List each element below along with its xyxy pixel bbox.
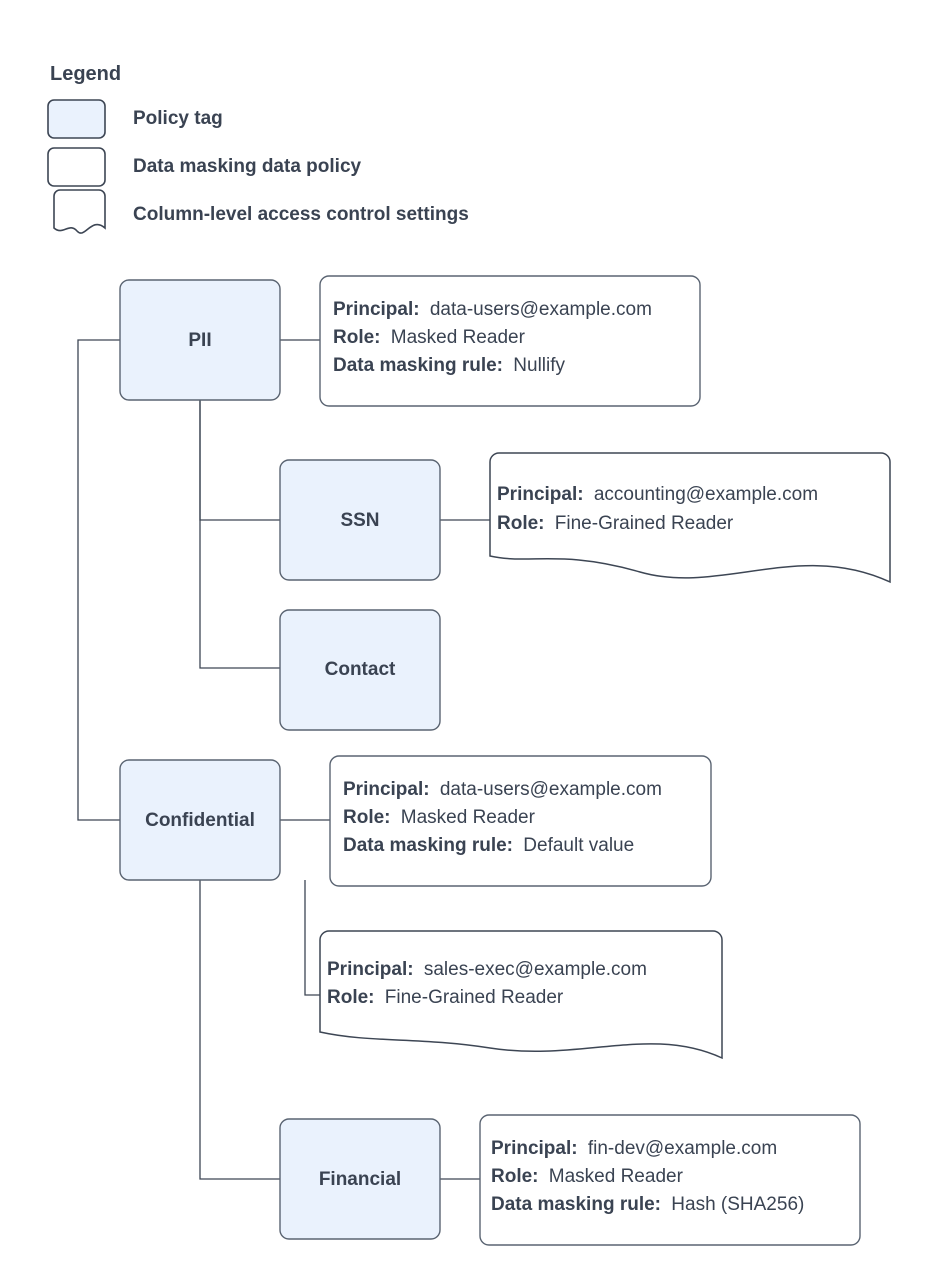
annotation-line: Role: Fine-Grained Reader	[497, 513, 734, 534]
annotation-key: Role:	[343, 807, 391, 828]
node-ssn-box[interactable]	[279, 459, 441, 581]
annotation-ssn-access[interactable]: Principal: accounting@example.com Role: …	[489, 452, 891, 584]
annotation-pii-policy-box[interactable]	[319, 275, 701, 407]
annotation-key: Principal:	[333, 299, 420, 320]
node-contact-box[interactable]	[279, 609, 441, 731]
annotation-line: Principal: data-users@example.com	[333, 299, 652, 320]
legend-item-label: Column-level access control settings	[133, 204, 469, 225]
annotation-key: Role:	[333, 327, 381, 348]
annotation-line: Principal: sales-exec@example.com	[327, 959, 647, 980]
annotation-value: data-users@example.com	[440, 779, 662, 800]
annotation-financial-policy-box[interactable]	[479, 1114, 861, 1246]
annotation-value: sales-exec@example.com	[424, 959, 647, 980]
annotation-key: Data masking rule:	[333, 355, 503, 376]
node-contact[interactable]: Contact	[279, 609, 441, 731]
annotation-ssn-access-box[interactable]	[489, 452, 891, 584]
annotation-line: Role: Masked Reader	[333, 327, 526, 348]
node-contact-label: Contact	[325, 659, 396, 680]
annotation-line: Data masking rule: Hash (SHA256)	[491, 1194, 804, 1215]
annotation-line: Principal: fin-dev@example.com	[491, 1138, 777, 1159]
node-ssn[interactable]: SSN	[279, 459, 441, 581]
annotation-value: Hash (SHA256)	[671, 1194, 804, 1215]
annotation-confidential-policy-box[interactable]	[329, 755, 712, 887]
annotation-financial-policy[interactable]: Principal: fin-dev@example.com Role: Mas…	[479, 1114, 861, 1246]
legend-item-column-access-control: Column-level access control settings	[53, 189, 469, 234]
legend-item-label: Policy tag	[133, 108, 223, 129]
annotation-key: Role:	[491, 1166, 539, 1187]
node-ssn-label: SSN	[340, 510, 379, 531]
legend-title: Legend	[50, 63, 121, 85]
annotation-key: Principal:	[491, 1138, 578, 1159]
annotation-value: Fine-Grained Reader	[555, 513, 734, 534]
annotation-key: Principal:	[343, 779, 430, 800]
annotation-value: Fine-Grained Reader	[385, 987, 564, 1008]
annotation-value: data-users@example.com	[430, 299, 652, 320]
annotation-line: Role: Fine-Grained Reader	[327, 987, 564, 1008]
node-confidential-box[interactable]	[119, 759, 281, 881]
annotation-key: Data masking rule:	[491, 1194, 661, 1215]
column-access-control-swatch-icon	[53, 189, 106, 234]
node-pii[interactable]: PII	[119, 279, 281, 401]
annotation-line: Role: Masked Reader	[491, 1166, 684, 1187]
annotation-key: Data masking rule:	[343, 835, 513, 856]
legend-item-data-masking-policy: Data masking data policy	[47, 147, 362, 187]
legend: Legend Policy tag Data masking data poli…	[47, 63, 469, 234]
node-financial[interactable]: Financial	[279, 1118, 441, 1240]
connector-confidential-to-access	[304, 880, 320, 996]
policy-tag-swatch-icon	[47, 99, 106, 139]
connector-pii-to-ssn	[199, 400, 280, 521]
annotation-pii-policy[interactable]: Principal: data-users@example.com Role: …	[319, 275, 701, 407]
annotation-key: Principal:	[327, 959, 414, 980]
annotation-line: Data masking rule: Default value	[343, 835, 634, 856]
annotation-confidential-access[interactable]: Principal: sales-exec@example.com Role: …	[319, 930, 723, 1060]
annotation-key: Principal:	[497, 484, 584, 505]
annotation-value: Masked Reader	[391, 327, 526, 348]
annotation-key: Role:	[497, 513, 545, 534]
annotation-value: accounting@example.com	[594, 484, 818, 505]
node-pii-box[interactable]	[119, 279, 281, 401]
annotation-line: Principal: accounting@example.com	[497, 484, 818, 505]
annotation-confidential-access-box[interactable]	[319, 930, 723, 1060]
connector-lines	[77, 339, 490, 1180]
node-financial-label: Financial	[319, 1169, 401, 1190]
annotation-line: Principal: data-users@example.com	[343, 779, 662, 800]
legend-item-label: Data masking data policy	[133, 156, 362, 177]
annotation-value: Masked Reader	[549, 1166, 684, 1187]
data-masking-policy-swatch-icon	[47, 147, 106, 187]
connector-confidential-to-financial	[199, 880, 280, 1180]
annotation-value: Default value	[523, 835, 634, 856]
node-confidential[interactable]: Confidential	[119, 759, 281, 881]
node-pii-label: PII	[188, 330, 211, 351]
legend-item-policy-tag: Policy tag	[47, 99, 223, 139]
connector-pii-to-contact	[199, 400, 280, 669]
annotation-line: Role: Masked Reader	[343, 807, 536, 828]
connector-root-spine	[77, 339, 120, 821]
node-confidential-label: Confidential	[145, 810, 255, 831]
annotation-value: fin-dev@example.com	[588, 1138, 777, 1159]
annotation-value: Nullify	[513, 355, 565, 376]
node-financial-box[interactable]	[279, 1118, 441, 1240]
annotation-line: Data masking rule: Nullify	[333, 355, 566, 376]
annotation-value: Masked Reader	[401, 807, 536, 828]
annotation-key: Role:	[327, 987, 375, 1008]
annotation-confidential-policy[interactable]: Principal: data-users@example.com Role: …	[329, 755, 712, 887]
